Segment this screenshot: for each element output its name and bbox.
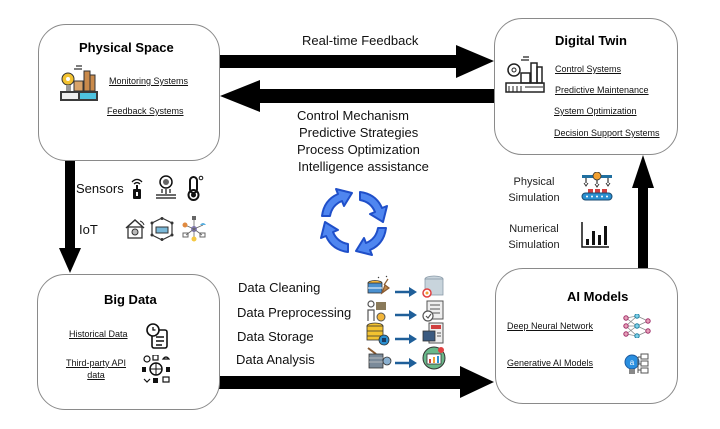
control-feedback-arrow [220, 80, 494, 112]
step-arrow-icon [395, 284, 417, 302]
ai-models-box: AI Models Deep Neural Network Generative… [495, 268, 678, 404]
historical-data-link[interactable]: Historical Data [69, 329, 128, 339]
data-preprocessing-label: Data Preprocessing [237, 305, 352, 320]
predictive-maintenance-link[interactable]: Predictive Maintenance [555, 85, 649, 95]
physical-space-box: Physical Space Monitoring Systems Feedba… [38, 24, 220, 161]
control-mechanism-label: Control Mechanism [297, 108, 409, 123]
document-clock-icon [146, 323, 170, 354]
person-gear-icon [366, 299, 390, 328]
intelligence-assistance-label: Intelligence assistance [298, 159, 429, 174]
iot-network-icon [182, 216, 206, 247]
data-cleaning-label: Data Cleaning [238, 280, 321, 295]
pressure-sensor-icon [155, 175, 177, 204]
system-optimization-link[interactable]: System Optimization [554, 106, 637, 116]
realtime-feedback-label: Real-time Feedback [302, 33, 419, 48]
digital-twin-box: Digital Twin Control Systems Predictive … [494, 18, 678, 155]
ai-lightbulb-icon: a [624, 352, 650, 383]
neural-network-icon [623, 313, 651, 343]
iot-factory-hex-icon [150, 217, 174, 246]
checklist-document-icon [421, 299, 445, 328]
cycle-arrows-icon [316, 186, 392, 263]
api-network-icon [142, 354, 171, 388]
deep-neural-network-link[interactable]: Deep Neural Network [507, 321, 594, 331]
monitoring-systems-link[interactable]: Monitoring Systems [109, 76, 189, 86]
realtime-feedback-arrow [219, 45, 494, 78]
third-party-api-data-link[interactable]: Third-party API data [65, 358, 127, 380]
data-files-icon [421, 322, 445, 351]
data-storage-label: Data Storage [237, 329, 314, 344]
physical-simulation-label: Physical Simulation [508, 176, 560, 204]
ai-models-title: AI Models [567, 289, 629, 304]
predictive-strategies-label: Predictive Strategies [299, 125, 419, 140]
sensors-label: Sensors [76, 181, 124, 196]
big-data-title: Big Data [104, 292, 157, 307]
numerical-simulation-label: Numerical Simulation [508, 223, 560, 251]
sensors-iot-arrow [59, 160, 81, 273]
generative-ai-models-link[interactable]: Generative AI Models [507, 358, 594, 368]
robotic-conveyor-icon [580, 171, 614, 209]
physical-space-title: Physical Space [79, 40, 174, 55]
iot-label: IoT [79, 222, 98, 237]
factory-icon [60, 65, 98, 106]
step-arrow-icon [395, 307, 417, 325]
control-systems-link[interactable]: Control Systems [555, 64, 622, 74]
smart-home-icon [124, 218, 146, 245]
bar-chart-icon [580, 220, 610, 255]
database-storage-icon [366, 322, 390, 351]
feedback-systems-link[interactable]: Feedback Systems [107, 106, 184, 116]
step-arrow-icon [395, 331, 417, 349]
svg-text:a: a [630, 358, 635, 367]
server-analysis-icon [366, 346, 392, 375]
process-optimization-label: Process Optimization [297, 142, 420, 157]
clean-database-icon [421, 275, 445, 304]
simulation-arrow [632, 155, 654, 268]
wireless-sensor-icon [130, 177, 144, 204]
analytics-dashboard-icon [421, 345, 447, 376]
data-analysis-label: Data Analysis [236, 352, 315, 367]
big-data-box: Big Data Historical Data Third-party API… [37, 274, 220, 410]
thermometer-icon [186, 175, 204, 206]
step-arrow-icon [395, 355, 417, 373]
digital-twin-title: Digital Twin [555, 33, 627, 48]
data-processing-arrow [219, 366, 494, 398]
database-cleaning-icon [366, 275, 391, 304]
decision-support-systems-link[interactable]: Decision Support Systems [554, 128, 660, 138]
factory-outline-icon [505, 55, 545, 98]
